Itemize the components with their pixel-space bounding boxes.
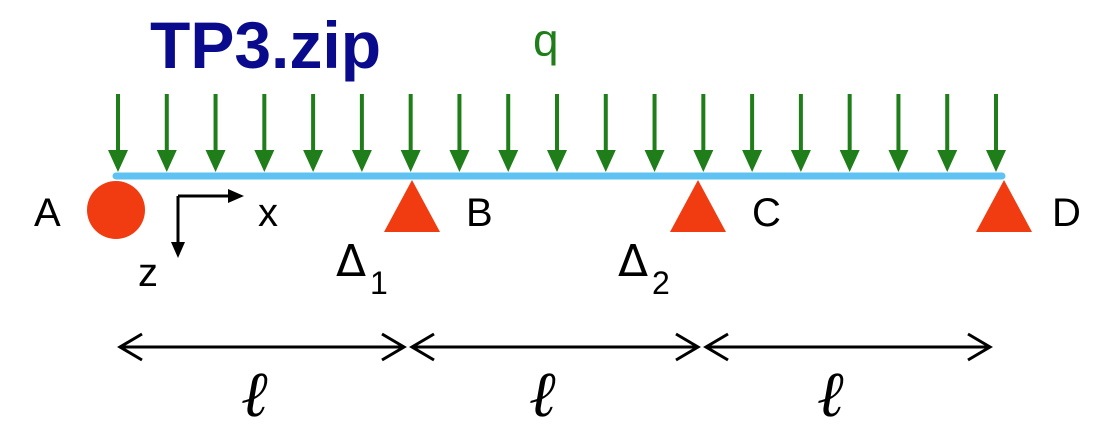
support-d-label: D <box>1052 191 1081 235</box>
support-a-roller <box>87 181 145 239</box>
load-arrow-head <box>986 150 1006 172</box>
support-b-label: B <box>466 191 493 235</box>
span-2-length-label: ℓ <box>530 359 557 430</box>
load-arrow-head <box>888 150 909 172</box>
load-arrow-head <box>303 150 324 172</box>
load-arrow-head <box>937 150 958 172</box>
load-arrow-head <box>108 150 128 172</box>
settlement-delta-1-symbol: Δ <box>336 236 366 287</box>
settlement-delta-2-symbol: Δ <box>618 236 648 287</box>
load-label-q: q <box>533 14 559 66</box>
load-arrow-head <box>351 150 372 172</box>
span-1-length-label: ℓ <box>242 359 269 430</box>
load-arrow-head <box>790 150 811 172</box>
support-a-label: A <box>34 191 61 235</box>
distributed-load <box>108 94 1006 172</box>
span-dimension-3 <box>703 332 993 362</box>
load-arrow-head <box>595 150 616 172</box>
load-arrow-head <box>547 150 567 172</box>
support-d-triangle <box>976 180 1032 232</box>
span-dimension-2 <box>409 332 701 362</box>
axis-x-label: x <box>258 191 278 235</box>
load-arrow-head <box>839 150 860 172</box>
load-arrow-head <box>205 150 226 172</box>
support-c-triangle <box>670 180 726 232</box>
settlement-delta-1-index: 1 <box>370 265 388 301</box>
axis-z-label: z <box>138 251 158 295</box>
load-arrow-head <box>400 150 421 172</box>
load-arrow-head <box>156 150 177 172</box>
load-arrow-head <box>742 150 763 172</box>
support-c-label: C <box>752 191 781 235</box>
span-dimension-1 <box>117 332 407 362</box>
load-arrow-head <box>254 150 275 172</box>
load-arrow-head <box>498 150 519 172</box>
load-arrow-head <box>449 150 470 172</box>
settlement-delta-2-index: 2 <box>652 265 670 301</box>
axis-x-arrowhead <box>228 189 244 203</box>
coordinate-axes <box>171 189 244 258</box>
load-arrow-head <box>693 150 714 172</box>
span-3-length-label: ℓ <box>818 359 845 430</box>
title-text: TP3.zip <box>150 8 381 82</box>
support-b-triangle <box>384 180 440 232</box>
axis-z-arrowhead <box>171 242 185 258</box>
load-arrow-head <box>644 150 665 172</box>
